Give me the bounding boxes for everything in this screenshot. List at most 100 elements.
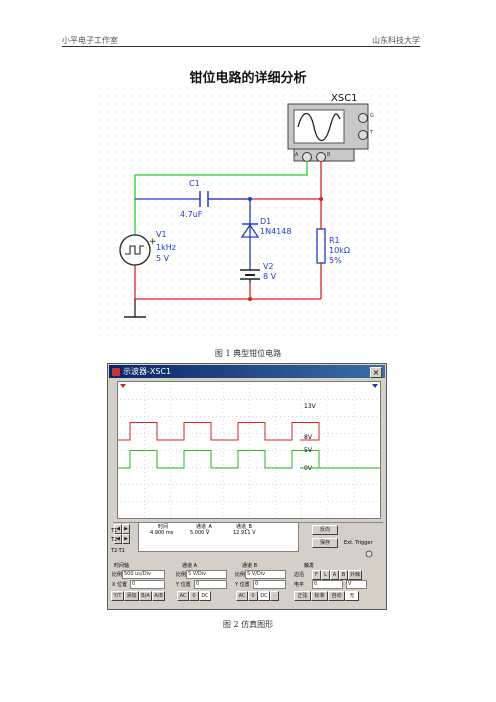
grid-dot [353,492,355,493]
header-left: 小平电子工作室 [62,36,118,45]
grid-dot [148,399,149,400]
trigger-edge-falling-button[interactable]: F [312,570,321,580]
channel-a-pos-field[interactable]: 0 [194,580,227,589]
channel-a-ac-button[interactable]: AC [177,591,189,601]
channel-b-zero-button[interactable]: 0 [248,591,258,601]
grid-dot [249,420,250,421]
grid-dot [260,433,261,434]
t1-right-arrow[interactable]: ▶ [122,524,130,534]
channel-b-pos-field[interactable]: 0 [253,580,286,589]
trigger-level-field[interactable]: 0 [312,580,343,589]
grid-dot [168,501,169,502]
timebase-pos-field[interactable]: 0 [130,580,165,589]
grid-dot [196,512,198,513]
readout-box [138,522,299,552]
header-rule [62,46,420,47]
grid-dot [316,416,317,417]
row-t2-t1: T2-T1 [111,548,125,554]
grid-dot [196,384,198,385]
grid-dot [353,388,355,389]
channel-a-zero-button[interactable]: 0 [189,591,199,601]
grid-dot [288,484,289,485]
grid-dot [124,467,125,468]
grid-dot [288,450,289,451]
grid-dot [327,436,329,437]
trigger-edge-rising-button[interactable]: L [321,570,330,580]
save-button[interactable]: 保存 [312,538,338,548]
mode-ab-button[interactable]: A/B [152,591,165,601]
grid-dot [256,416,257,417]
grid-dot [144,399,145,400]
grid-dot [156,416,157,417]
grid-dot [353,456,355,457]
grid-dot [120,433,121,434]
window-titlebar[interactable]: 示波器-XSC1 × [109,365,385,378]
t1-left-arrow[interactable]: ◀ [114,524,122,534]
mode-add-button[interactable]: 添加 [124,591,139,601]
grid-dot [170,404,171,405]
grid-dot [353,432,355,433]
trigger-source-a-button[interactable]: A [330,570,339,580]
grid-dot [301,400,302,401]
trigger-unit-field[interactable]: V [346,580,367,589]
close-button[interactable]: × [370,367,382,378]
grid-dot [368,433,369,434]
mode-ba-button[interactable]: B/A [139,591,152,601]
reverse-button[interactable]: 反向 [312,525,338,535]
channel-b-scale-field[interactable]: 5 V/Div [245,570,286,579]
channel-a-dc-button[interactable]: DC [199,591,211,601]
grid-dot [284,399,285,400]
grid-dot [240,484,241,485]
grid-dot [120,399,121,400]
grid-dot [288,399,289,400]
grid-dot [144,468,145,469]
t2-left-arrow[interactable]: ◀ [114,534,122,544]
grid-dot [301,472,302,473]
mode-yt-button[interactable]: Y/T [111,591,124,601]
grid-dot [144,433,145,434]
trigger-mode-auto-button[interactable]: 自动 [328,591,345,601]
grid-dot [172,450,173,451]
grid-dot [256,433,257,434]
grid-dot [301,492,302,493]
grid-dot [212,416,213,417]
grid-dot [196,448,198,449]
trigger-mode-normal-button[interactable]: 标准 [311,591,328,601]
grid-dot [170,444,171,445]
grid-dot [248,501,249,502]
channel-a-scale-field[interactable]: 5 V/Div [186,570,227,579]
grid-dot [196,433,197,434]
grid-dot [301,496,302,497]
channel-b-dc-button[interactable]: DC [258,591,270,601]
grid-dot [352,484,353,485]
trigger-source-b-button[interactable]: B [339,570,348,580]
grid-dot [204,433,205,434]
grid-dot [144,392,145,393]
ext-trigger-terminal-icon[interactable] [364,550,374,558]
v2-name: V2 [263,262,274,271]
grid-dot [240,416,241,417]
channel-b-minus-button[interactable]: - [270,591,279,601]
trigger-mode-single-button[interactable]: 正弦 [294,591,311,601]
scope-display: 13V 8V 5V 0V [117,381,381,519]
trigger-source-ext-button[interactable]: 外触 [348,570,362,580]
grid-dot [316,501,317,502]
grid-dot [124,501,125,502]
trigger-mode-none-button[interactable]: 无 [345,591,359,601]
grid-dot [275,436,276,437]
r1-resistor [316,228,326,264]
grid-dot [249,484,250,485]
timebase-scale-field[interactable]: 500 us/Div [122,570,165,579]
grid-dot [327,492,329,493]
grid-dot [264,399,265,400]
grid-dot [249,384,250,385]
grid-dot [222,488,224,489]
grid-dot [353,384,355,385]
t2-right-arrow[interactable]: ▶ [122,534,130,544]
grid-dot [304,467,305,468]
grid-dot [144,512,145,513]
channel-b-ac-button[interactable]: AC [236,591,248,601]
grid-dot [196,516,198,517]
grid-dot [372,501,373,502]
grid-dot [304,501,305,502]
